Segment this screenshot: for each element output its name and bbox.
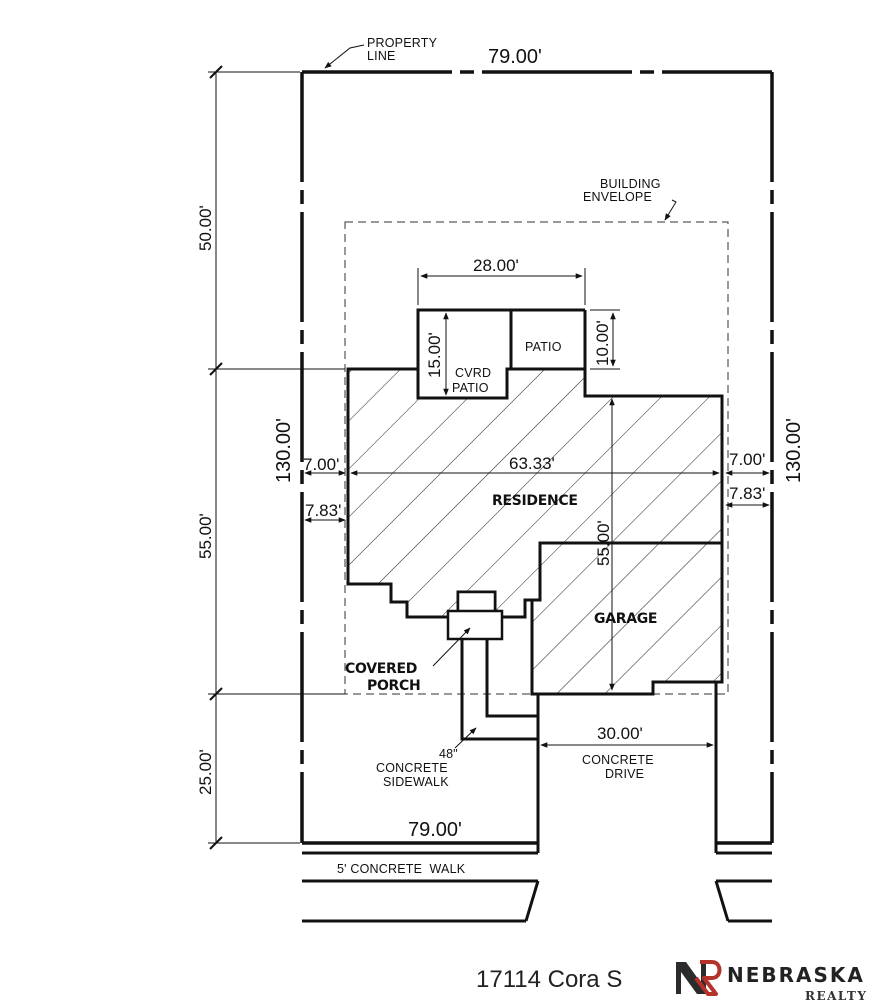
- concrete-walk: [302, 851, 772, 923]
- nr-logo-mark: [676, 960, 722, 996]
- sidewalk-label-3: SIDEWALK: [383, 775, 449, 789]
- leader-lines: [324, 44, 677, 749]
- property-line-label-1: PROPERTY: [367, 36, 438, 50]
- porch-step: [446, 609, 504, 641]
- right-side-setback-dim: 7.00': [729, 450, 765, 469]
- rear-setback-dim: 50.00': [196, 205, 215, 251]
- cvrd-patio-depth-dim: 15.00': [425, 332, 444, 378]
- building-envelope-label-2: ENVELOPE: [583, 190, 652, 204]
- front-setback-dim: 25.00': [196, 749, 215, 795]
- lot-depth-right: 130.00': [783, 418, 805, 483]
- building-envelope-label-1: BUILDING: [600, 177, 661, 191]
- concrete-sidewalk: [460, 639, 538, 741]
- brand-name: NEBRASKA: [727, 963, 865, 987]
- brand-sub: REALTY: [805, 989, 867, 1003]
- covered-porch-label-2: PORCH: [367, 678, 420, 694]
- garage-label: GARAGE: [594, 611, 657, 627]
- residence-label: RESIDENCE: [492, 493, 578, 509]
- patio-depth-dim: 10.00': [593, 320, 612, 366]
- patio-width-dim: 28.00': [473, 256, 519, 275]
- house-width-dim: 63.33': [509, 454, 555, 473]
- cvrd-patio-label-1: CVRD: [455, 366, 491, 380]
- patio: [510, 308, 587, 369]
- lot-width-top: 79.00': [488, 46, 542, 68]
- property-address: 17114 Cora S: [476, 966, 622, 993]
- covered-porch-label-1: COVERED: [345, 661, 417, 677]
- sidewalk-label-1: 48": [439, 747, 458, 761]
- patio-label: PATIO: [525, 340, 562, 354]
- drive-label-1: CONCRETE: [582, 753, 654, 767]
- left-dimension-chain: [208, 65, 345, 850]
- nebraska-realty-logo: NEBRASKA REALTY: [676, 960, 867, 1003]
- lot-width-bottom: 79.00': [408, 819, 462, 841]
- house-depth-dim: 55.00': [594, 520, 613, 566]
- sidewalk-label-2: CONCRETE: [376, 761, 448, 775]
- left-side-offset-dim: 7.83': [305, 501, 341, 520]
- left-side-setback-dim: 7.00': [303, 455, 339, 474]
- footer: 17114 Cora S NEBRASKA REALTY: [476, 955, 890, 1006]
- lot-depth-left: 130.00': [273, 418, 295, 483]
- garage-footprint: [530, 541, 724, 696]
- concrete-walk-label: 5' CONCRETE WALK: [337, 862, 466, 876]
- property-line: [300, 70, 774, 845]
- right-side-offset-dim: 7.83': [729, 484, 765, 503]
- dimension-lines: [304, 268, 770, 748]
- cvrd-patio-label-2: PATIO: [452, 381, 489, 395]
- drive-label-2: DRIVE: [605, 767, 644, 781]
- envelope-depth-dim: 55.00': [196, 513, 215, 559]
- drive-width-dim: 30.00': [597, 724, 643, 743]
- property-line-label-2: LINE: [367, 49, 396, 63]
- concrete-drive: [536, 682, 718, 853]
